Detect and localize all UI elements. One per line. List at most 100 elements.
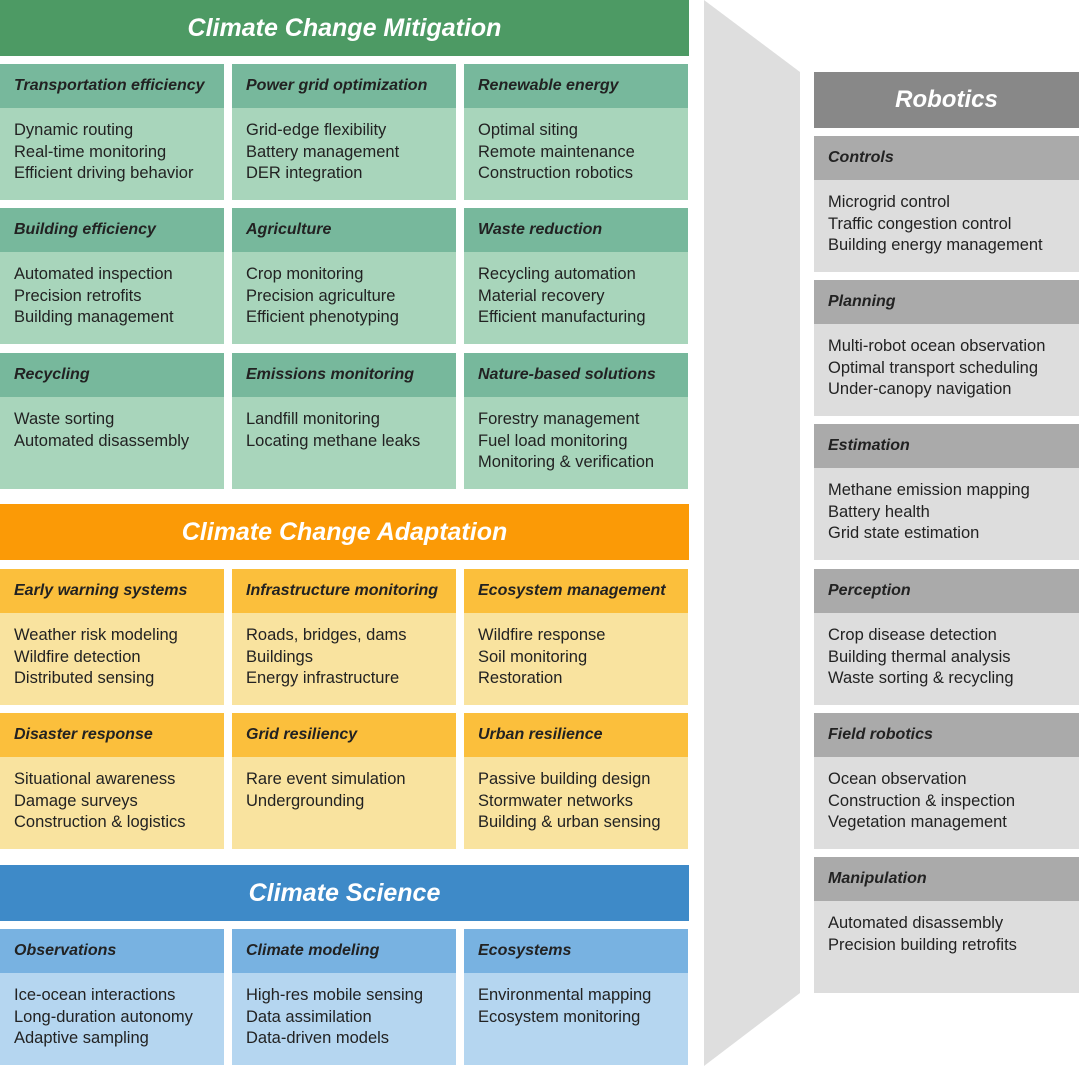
card-item: Waste sorting & recycling: [828, 669, 1014, 688]
card-item: Crop disease detection: [828, 626, 997, 644]
card-item: Optimal siting: [478, 121, 578, 139]
card-item: Building energy management: [828, 236, 1043, 255]
card-item: Automated disassembly: [14, 431, 190, 450]
card-item: Wildfire detection: [14, 647, 141, 666]
card-item: Stormwater networks: [478, 791, 633, 810]
card-item: Efficient driving behavior: [14, 164, 194, 183]
card-title: Ecosystem management: [464, 569, 688, 613]
card-item: Construction robotics: [478, 164, 633, 183]
card-item: Traffic congestion control: [828, 214, 1012, 233]
card-item: Precision retrofits: [14, 286, 142, 305]
card-item: Buildings: [246, 647, 313, 666]
card-title: Building efficiency: [0, 208, 224, 252]
card-title: Ecosystems: [464, 929, 688, 973]
card-item: Under-canopy navigation: [828, 380, 1012, 399]
card-item: Environmental mapping: [478, 986, 652, 1004]
card-item: Building management: [14, 308, 174, 327]
card-item: Automated inspection: [14, 265, 173, 283]
card-item: Landfill monitoring: [246, 410, 380, 428]
card-title: Controls: [814, 136, 1079, 180]
adaptation-title: Climate Change Adaptation: [181, 517, 508, 546]
card-item: Data-driven models: [246, 1029, 390, 1048]
card-item: Distributed sensing: [14, 669, 155, 688]
card-title: Perception: [814, 569, 1079, 613]
card-item: Ecosystem monitoring: [478, 1007, 641, 1026]
card-title: Emissions monitoring: [232, 353, 456, 397]
card-item: Microgrid control: [828, 193, 950, 211]
card-item: Waste sorting: [14, 410, 115, 428]
card-title: Renewable energy: [464, 64, 688, 108]
card-item: Recycling automation: [478, 265, 636, 283]
card-item: Damage surveys: [14, 791, 138, 810]
card-item: Vegetation management: [828, 813, 1007, 832]
card-title: Nature-based solutions: [464, 353, 688, 397]
card-item: Passive building design: [478, 770, 651, 788]
card-title: Waste reduction: [464, 208, 688, 252]
card-item: Remote maintenance: [478, 142, 635, 161]
card-item: Ice-ocean interactions: [14, 986, 176, 1004]
card-item: Automated disassembly: [828, 914, 1004, 932]
robotics-banner: Robotics: [814, 72, 1079, 128]
card-item: Building thermal analysis: [828, 647, 1011, 666]
card-title: Agriculture: [232, 208, 456, 252]
card-item: Building & urban sensing: [478, 813, 661, 832]
card-title: Field robotics: [814, 713, 1079, 757]
card-item: Monitoring & verification: [478, 453, 655, 472]
science-banner: Climate Science: [0, 865, 689, 921]
card-item: Crop monitoring: [246, 265, 364, 283]
mitigation-banner: Climate Change Mitigation: [0, 0, 689, 56]
card-title: Urban resilience: [464, 713, 688, 757]
card-item: Construction & logistics: [14, 813, 186, 832]
science-title: Climate Science: [248, 878, 441, 907]
card-title: Power grid optimization: [232, 64, 456, 108]
card-item: Weather risk modeling: [14, 626, 178, 644]
card-title: Manipulation: [814, 857, 1079, 901]
card-item: Multi-robot ocean observation: [828, 337, 1046, 355]
card-title: Planning: [814, 280, 1079, 324]
card-title: Disaster response: [0, 713, 224, 757]
card-item: Restoration: [478, 669, 563, 688]
card-item: Optimal transport scheduling: [828, 358, 1039, 377]
card-item: Forestry management: [478, 410, 640, 428]
robotics-title: Robotics: [895, 86, 998, 113]
card-item: Methane emission mapping: [828, 481, 1030, 499]
mitigation-title: Climate Change Mitigation: [187, 13, 502, 42]
connector-arrow: [704, 0, 800, 1066]
card-title: Grid resiliency: [232, 713, 456, 757]
